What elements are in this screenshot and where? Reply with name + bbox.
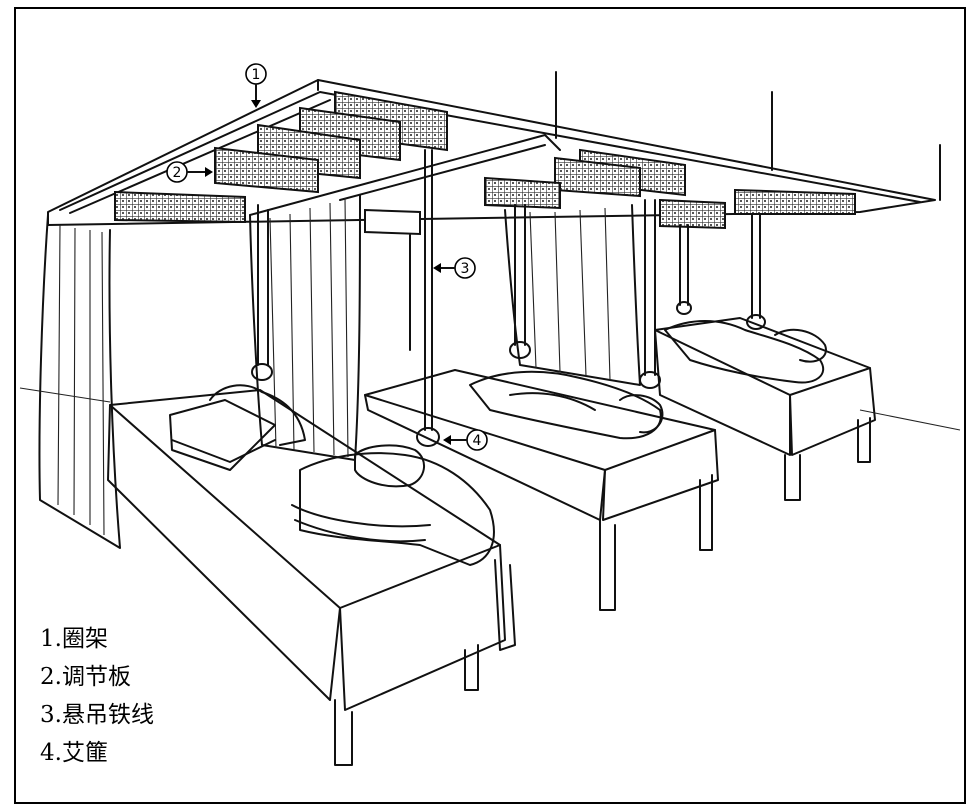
svg-text:3: 3: [461, 261, 470, 277]
bed-front: [107, 384, 516, 766]
curtains: [38, 194, 641, 549]
legend-item-moxa-basket: 4.艾篚: [40, 740, 108, 766]
legend-item-suspension-wire: 3.悬吊铁线: [40, 702, 154, 728]
adjustable-panels: [114, 90, 856, 236]
svg-text:4: 4: [473, 433, 482, 449]
suspension-wires: [257, 149, 761, 431]
bed-back: [654, 317, 876, 501]
legend-item-ring-frame: 1.圈架: [40, 626, 108, 652]
svg-text:2: 2: [173, 165, 182, 181]
callout-2: 2: [166, 161, 213, 183]
figure-frame: [14, 7, 966, 804]
callout-4: 4: [443, 429, 488, 451]
legend: 1.圈架 2.调节板 3.悬吊铁线 4.艾篚: [40, 620, 154, 772]
svg-text:1: 1: [252, 67, 261, 83]
legend-item-adjustable-panel: 2.调节板: [40, 664, 131, 690]
bed-middle: [364, 369, 719, 611]
moxa-baskets: [251, 301, 766, 447]
callout-1: 1: [245, 63, 267, 108]
callout-3: 3: [433, 257, 476, 279]
